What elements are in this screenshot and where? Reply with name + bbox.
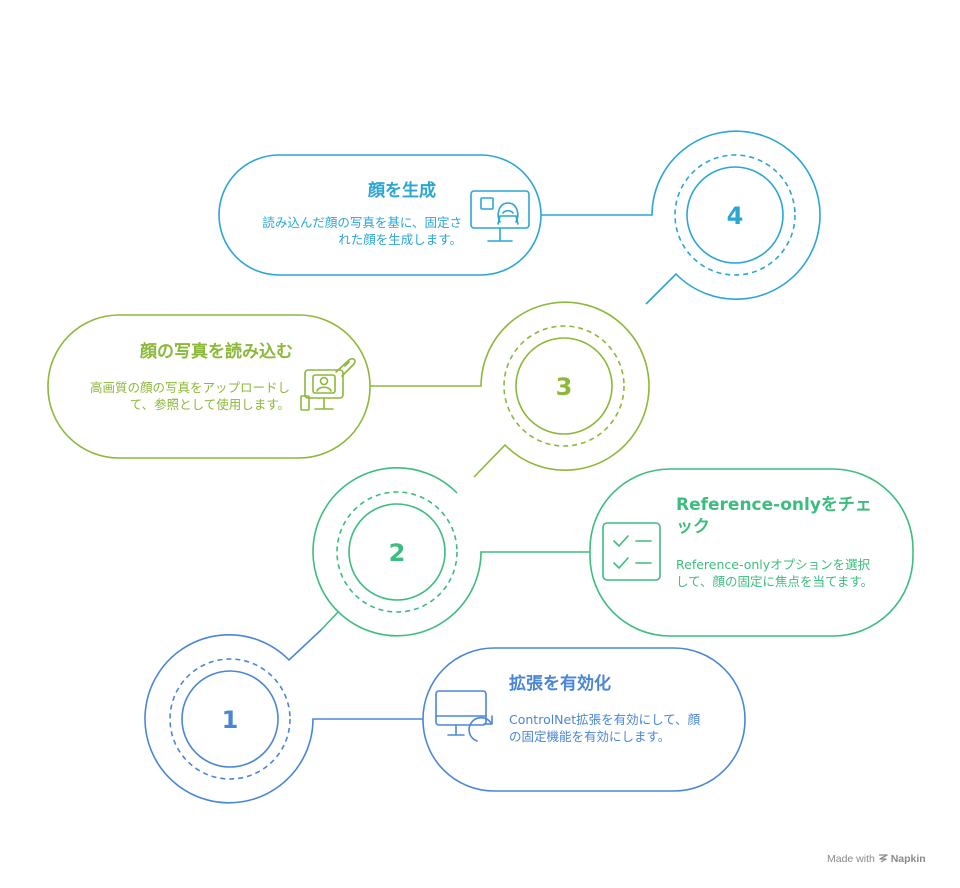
monitor-refresh-icon [435,690,493,742]
step-3-dashed-ring [503,325,625,447]
step-4-connector [541,130,821,305]
step-3-title: 顔の写真を読み込む [140,342,293,362]
step-2-title: Reference-onlyをチェック [676,495,872,537]
step-2-dashed-ring [336,491,458,613]
step-4-number: 4 [727,202,744,230]
step-2-number: 2 [389,539,406,567]
step-1-title: 拡張を有効化 [509,674,611,694]
credit-brand: Napkin [890,853,926,865]
step-2-description: Reference-onlyオプションを選択して、顔の固定に焦点を当てます。 [676,557,874,589]
step-4-description: 読み込んだ顔の写真を基に、固定された顔を生成します。 [262,215,462,247]
step-3-description: 高画質の顔の写真をアップロードして、参照として使用します。 [89,380,290,412]
upload-photo-icon [300,357,356,411]
generate-face-icon [470,190,530,242]
made-with-credit: Made with Napkin [827,853,926,865]
step-2: 2 [312,467,914,637]
step-2-inner-circle [348,503,446,601]
napkin-logo-icon [878,854,888,863]
step-3: 3 [47,301,650,478]
step-1-number: 1 [222,706,239,734]
step-2-tail [320,610,340,631]
step-1-dashed-ring [169,658,291,780]
step-3-inner-circle [515,337,613,435]
step-1: 1 [144,629,746,804]
step-3-number: 3 [556,373,573,401]
step-3-connector [370,301,650,478]
checklist-icon [602,522,661,581]
step-2-connector [312,467,590,637]
step-4: 4 [218,130,821,305]
step-4-inner-circle [686,166,784,264]
step-1-connector [144,629,423,804]
step-4-dashed-ring [674,154,796,276]
step-4-title: 顔を生成 [368,181,436,201]
step-1-inner-circle [181,670,279,768]
credit-prefix: Made with [827,853,875,865]
step-1-description: ControlNet拡張を有効にして、顔の固定機能を有効にします。 [509,712,701,744]
